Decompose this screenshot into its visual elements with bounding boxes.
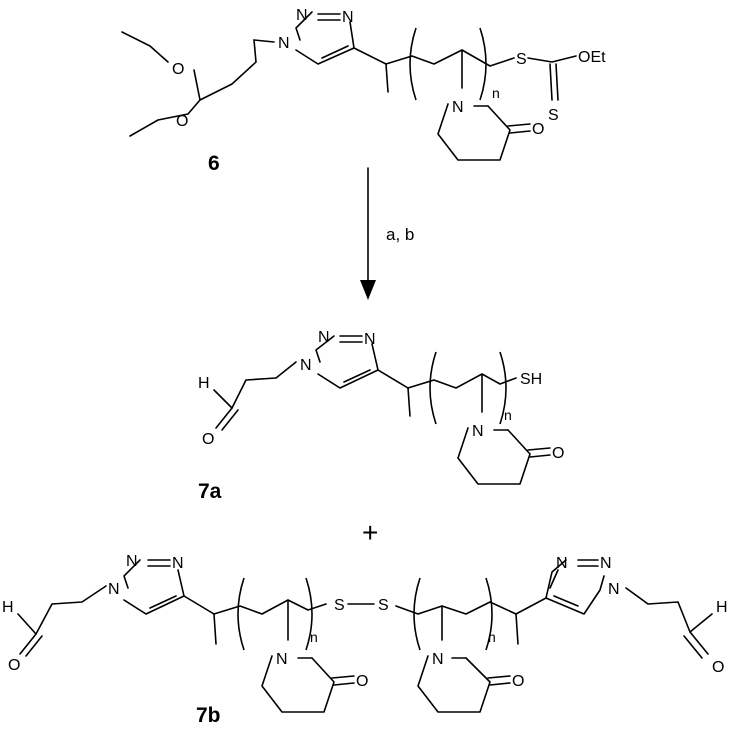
atom-h-7b-left: H (2, 599, 14, 616)
reaction-conditions: a, b (386, 225, 414, 244)
atom-o-7b-r-lac: O (512, 673, 524, 690)
repeat-n-7b-left: n (310, 629, 318, 645)
repeat-n-7a: n (504, 407, 512, 423)
plus-sign: + (362, 517, 378, 548)
atom-n-7b-r1: N (556, 555, 568, 572)
atom-s-7b-left: S (334, 597, 345, 614)
atom-o-7a-lac: O (552, 445, 564, 462)
atom-n-7b-r2: N (600, 555, 612, 572)
compound-6-label: 6 (208, 152, 220, 175)
atom-n-7a-a: N (300, 357, 312, 374)
atom-n-7b-r4: N (432, 651, 444, 668)
atom-o-6b: O (176, 113, 188, 130)
atom-n-7b-l1: N (108, 581, 120, 598)
compound-7b-structure: H O N N N n S S N O n N O N N N H O 7b (2, 553, 728, 727)
atom-s-6b: S (548, 107, 559, 124)
atom-o-7a-ald: O (202, 431, 214, 448)
atom-n-6b: N (296, 7, 308, 24)
atom-n-7a-d: N (472, 423, 484, 440)
atom-n-6a: N (278, 35, 290, 52)
atom-o-6a: O (172, 61, 184, 78)
compound-7b-label: 7b (196, 704, 221, 727)
atom-n-7a-c: N (364, 331, 376, 348)
atom-oet-6: OEt (578, 49, 606, 66)
repeat-n-6: n (492, 85, 500, 101)
atom-s-6a: S (516, 51, 527, 68)
atom-sh-7a: SH (520, 371, 542, 388)
atom-n-6c: N (342, 9, 354, 26)
atom-s-7b-right: S (378, 597, 389, 614)
atom-n-7b-l3: N (172, 555, 184, 572)
atom-n-7b-l2: N (126, 553, 138, 570)
atom-o-7b-left-ald: O (8, 657, 20, 674)
atom-n-6d: N (452, 99, 464, 116)
repeat-n-7b-right: n (488, 629, 496, 645)
atom-n-7b-r3: N (608, 581, 620, 598)
reaction-arrow: a, b (360, 167, 414, 300)
atom-n-7b-l4: N (276, 651, 288, 668)
atom-o-6c: O (532, 121, 544, 138)
compound-6-structure: O O N N N n S OEt S N O 6 (121, 7, 606, 175)
atom-o-7b-right-ald: O (712, 659, 724, 676)
atom-h-7a: H (198, 375, 210, 392)
atom-n-7a-b: N (318, 329, 330, 346)
atom-h-7b-right: H (716, 599, 728, 616)
compound-7a-label: 7a (198, 480, 222, 503)
atom-o-7b-l-lac: O (356, 673, 368, 690)
compound-7a-structure: H O N N N SH n N O 7a (198, 329, 564, 503)
